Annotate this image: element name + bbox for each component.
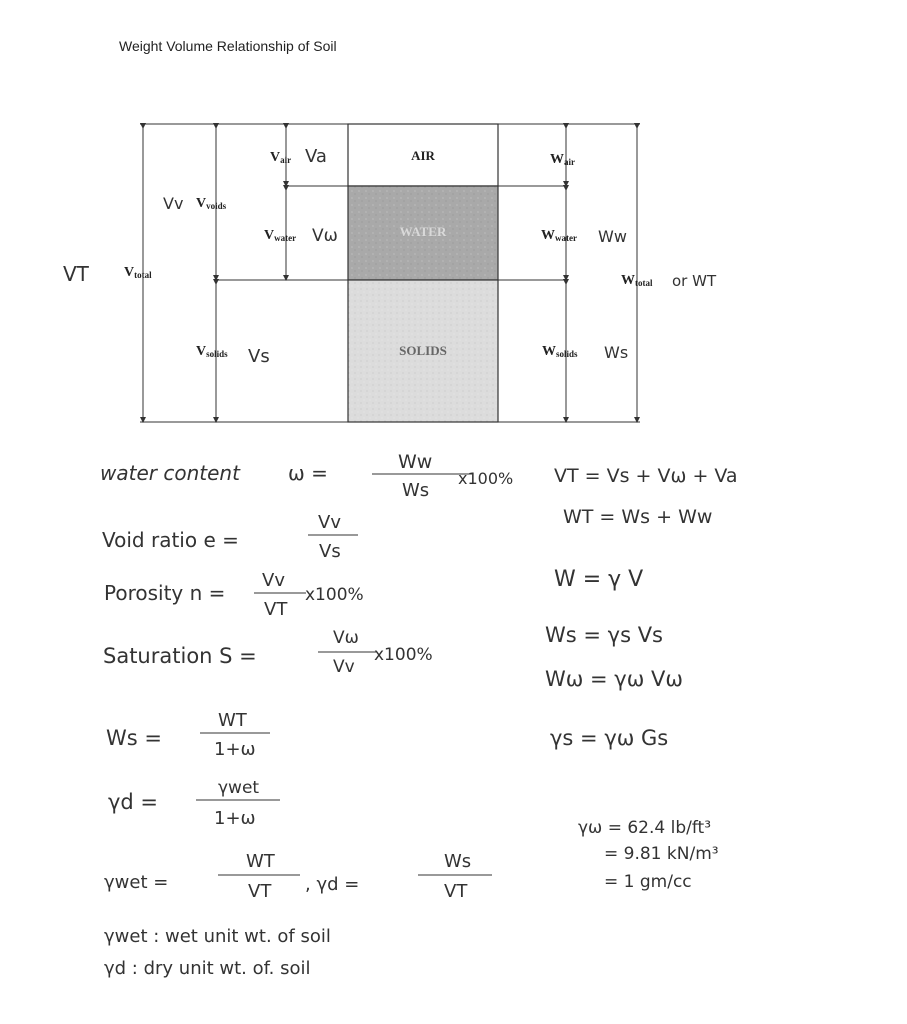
w-solids-text: Wsolids Ws	[542, 343, 628, 362]
page-title: Weight Volume Relationship of Soil	[119, 38, 337, 54]
v-voids-text: Vv Vvoids	[163, 194, 227, 213]
svg-text:γwet =: γwet =	[104, 872, 168, 893]
svg-text:Ws: Ws	[444, 851, 471, 872]
ws-equation: Ws = WT 1+ω	[106, 710, 270, 760]
svg-text:Vω: Vω	[333, 628, 359, 648]
svg-text:Wtotal: Wtotal	[621, 273, 653, 288]
svg-text:x100%: x100%	[374, 645, 433, 665]
svg-text:VT: VT	[444, 881, 468, 902]
svg-text:Vs: Vs	[248, 346, 270, 367]
v-total-text: VT Vtotal	[63, 262, 152, 286]
svg-text:Vair: Vair	[270, 150, 291, 165]
v-water-text: Vwater Vω	[264, 226, 338, 246]
svg-text:Va: Va	[305, 146, 327, 167]
svg-text:Vv: Vv	[333, 657, 355, 677]
svg-text:Vs: Vs	[319, 541, 341, 562]
v-solids-text: Vsolids Vs	[196, 344, 270, 367]
svg-text:Wwater: Wwater	[541, 228, 577, 243]
w-total-text: Wtotal or WT	[621, 272, 717, 290]
ws-gamma-equation: Ws = γs Vs	[545, 623, 663, 647]
svg-text:= 9.81 kN/m³: = 9.81 kN/m³	[604, 844, 719, 864]
svg-text:Ww: Ww	[598, 227, 627, 246]
gamma-water-values: γω = 62.4 lb/ft³ = 9.81 kN/m³ = 1 gm/cc	[578, 818, 719, 892]
v-air-text: Vair Va	[270, 146, 327, 167]
svg-text:VT: VT	[264, 599, 288, 620]
svg-text:Void ratio e =: Void ratio e =	[102, 528, 239, 552]
solids-phase	[347, 279, 499, 423]
svg-text:WT: WT	[218, 710, 248, 731]
solids-label: SOLIDS	[399, 343, 447, 358]
svg-text:Ws: Ws	[604, 343, 628, 362]
w-gamma-v-equation: W = γ V	[554, 567, 643, 592]
svg-text:1+ω: 1+ω	[214, 808, 256, 829]
void-ratio-equation: Void ratio e = Vv Vs	[102, 512, 358, 562]
ww-gamma-equation: Wω = γω Vω	[545, 667, 683, 691]
svg-text:Vsolids: Vsolids	[196, 344, 228, 359]
svg-text:ω =: ω =	[288, 461, 328, 485]
svg-text:x100%: x100%	[458, 469, 513, 488]
svg-text:or WT: or WT	[672, 272, 717, 290]
wet-unit-weight-definition: γwet : wet unit wt. of soil	[104, 926, 331, 947]
svg-text:Vtotal: Vtotal	[124, 265, 152, 280]
wt-sum-equation: WT = Ws + Ww	[563, 506, 712, 528]
water-label: WATER	[400, 224, 447, 239]
svg-text:x100%: x100%	[305, 585, 364, 605]
svg-text:Wair: Wair	[550, 152, 575, 167]
vt-sum-equation: VT = Vs + Vω + Va	[554, 465, 738, 487]
svg-text:WT: WT	[246, 851, 276, 872]
svg-text:VT: VT	[248, 881, 272, 902]
svg-text:Saturation S =: Saturation S =	[103, 644, 257, 668]
svg-text:Ws =: Ws =	[106, 726, 162, 750]
svg-text:Porosity n =: Porosity n =	[104, 581, 225, 605]
svg-text:, γd =: , γd =	[305, 874, 359, 895]
water-content-equation: water content ω = Ww Ws x100%	[100, 451, 513, 501]
porosity-equation: Porosity n = Vv VT x100%	[104, 570, 364, 620]
svg-text:Wsolids: Wsolids	[542, 344, 578, 359]
svg-text:Vv: Vv	[262, 570, 285, 591]
svg-text:γd =: γd =	[108, 790, 158, 814]
svg-text:Vvoids: Vvoids	[196, 196, 227, 211]
gamma-wet-equation: γwet = WT VT , γd = Ws VT	[104, 851, 492, 902]
svg-text:Vv: Vv	[163, 194, 183, 213]
svg-text:VT: VT	[63, 262, 90, 286]
svg-text:Vω: Vω	[312, 226, 338, 246]
svg-text:Ww: Ww	[398, 451, 432, 473]
air-phase	[347, 123, 499, 187]
saturation-equation: Saturation S = Vω Vv x100%	[103, 628, 433, 677]
svg-text:γwet: γwet	[218, 778, 259, 798]
gamma-s-equation: γs = γω Gs	[550, 726, 668, 750]
svg-text:1+ω: 1+ω	[214, 739, 256, 760]
dry-unit-weight-definition: γd : dry unit wt. of. soil	[104, 958, 310, 979]
svg-text:= 1 gm/cc: = 1 gm/cc	[604, 872, 692, 892]
gamma-d-equation: γd = γwet 1+ω	[108, 778, 280, 829]
svg-text:Vv: Vv	[318, 512, 341, 533]
w-air-text: Wair	[550, 152, 575, 167]
air-label: AIR	[411, 148, 435, 163]
svg-text:γω = 62.4 lb/ft³: γω = 62.4 lb/ft³	[578, 818, 711, 838]
w-water-text: Wwater Ww	[541, 227, 627, 246]
svg-text:water content: water content	[100, 461, 241, 485]
svg-text:Ws: Ws	[402, 480, 429, 501]
svg-text:Vwater: Vwater	[264, 228, 296, 243]
